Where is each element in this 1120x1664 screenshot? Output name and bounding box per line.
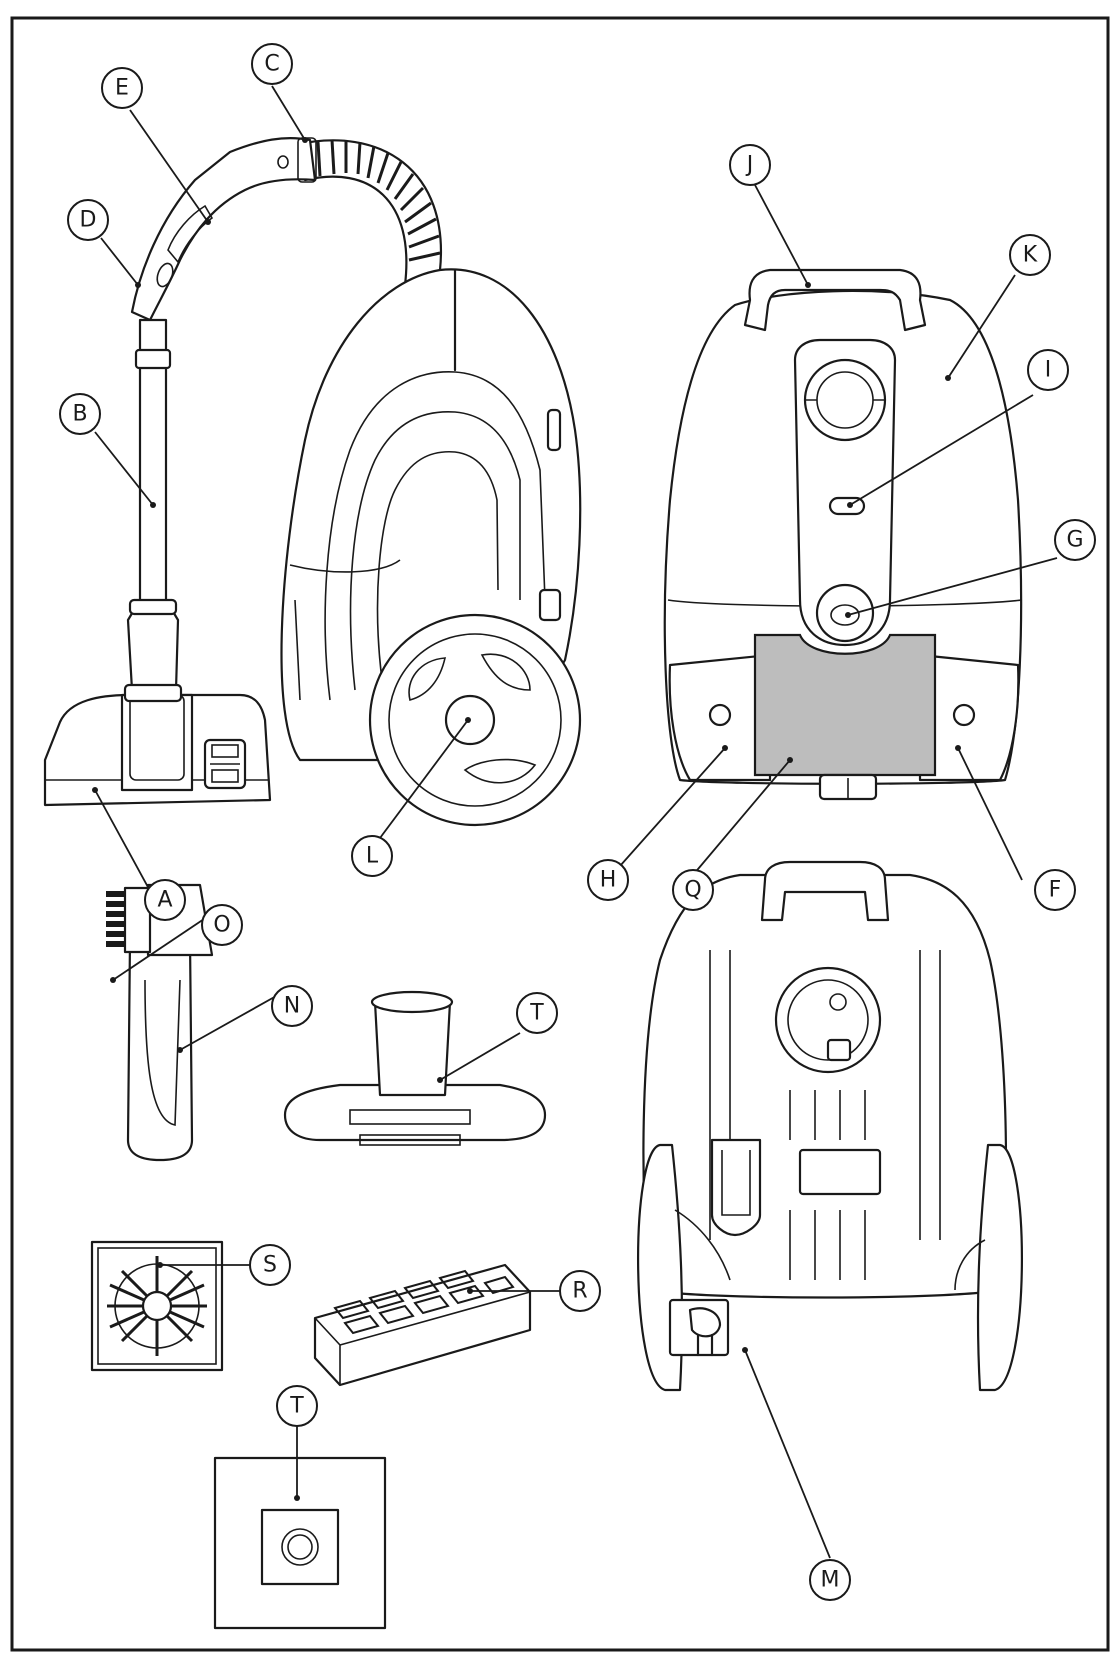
vacuum-side-view: [43, 137, 582, 827]
svg-text:J: J: [745, 153, 754, 178]
svg-text:A: A: [157, 888, 172, 913]
callout-g: G: [1054, 519, 1096, 561]
callouts: A B C D E F G H I J K L M N O Q R S T T: [59, 43, 1096, 1601]
rear-housing: [642, 873, 1008, 1299]
motor-filter: [90, 1240, 224, 1372]
callout-c: C: [251, 43, 293, 85]
svg-text:Q: Q: [684, 878, 701, 903]
svg-text:L: L: [366, 844, 379, 869]
svg-text:T: T: [289, 1394, 304, 1419]
svg-text:B: B: [72, 402, 87, 427]
callout-j: J: [729, 144, 771, 186]
callout-i: I: [1027, 349, 1069, 391]
vacuum-front-view: [663, 268, 1023, 801]
callout-q: Q: [672, 869, 714, 911]
callout-t-bag: T: [276, 1385, 318, 1427]
svg-text:T: T: [529, 1001, 544, 1026]
diagram-frame: [10, 16, 1110, 1652]
callout-h: H: [587, 859, 629, 901]
callout-b: B: [59, 393, 101, 435]
upholstery-nozzle: [283, 990, 547, 1146]
carry-handle: [743, 268, 927, 332]
svg-text:E: E: [115, 76, 129, 101]
svg-text:C: C: [264, 52, 279, 77]
svg-text:G: G: [1066, 528, 1083, 553]
cable-rewind-button: [815, 583, 875, 643]
callout-r: R: [559, 1270, 601, 1312]
right-rear-wheel: [976, 1143, 1023, 1392]
svg-text:S: S: [263, 1253, 277, 1278]
exhaust-filter: [313, 1263, 532, 1387]
svg-text:N: N: [284, 994, 300, 1019]
callout-a: A: [144, 879, 186, 921]
filter-cells: [333, 1269, 515, 1335]
callout-n: N: [271, 985, 313, 1027]
filter-spokes: [107, 1256, 207, 1356]
svg-text:F: F: [1049, 878, 1062, 903]
callout-k: K: [1009, 234, 1051, 276]
callout-o: O: [201, 904, 243, 946]
leader-lines: [92, 85, 1058, 1559]
power-switch: [952, 703, 976, 727]
svg-text:M: M: [821, 1568, 840, 1593]
brush-bristles: [106, 891, 125, 947]
svg-text:I: I: [1045, 358, 1052, 383]
callout-s: S: [249, 1244, 291, 1286]
callout-m: M: [809, 1559, 851, 1601]
callout-d: D: [67, 199, 109, 241]
power-regulator: [708, 703, 732, 727]
svg-text:H: H: [600, 868, 617, 893]
callout-f: F: [1034, 869, 1076, 911]
brush-crevice-tool: [106, 883, 214, 1162]
callout-t-nozzle: T: [516, 992, 558, 1034]
hose-ribs: [316, 139, 441, 262]
callout-e: E: [101, 67, 143, 109]
svg-text:R: R: [572, 1279, 587, 1304]
exhaust-grille: [753, 633, 937, 777]
dust-bag: [213, 1456, 387, 1630]
svg-text:K: K: [1023, 243, 1038, 268]
callout-l: L: [351, 835, 393, 877]
vacuum-rear-view: [637, 860, 1023, 1392]
svg-text:O: O: [213, 913, 230, 938]
svg-text:D: D: [80, 208, 97, 233]
